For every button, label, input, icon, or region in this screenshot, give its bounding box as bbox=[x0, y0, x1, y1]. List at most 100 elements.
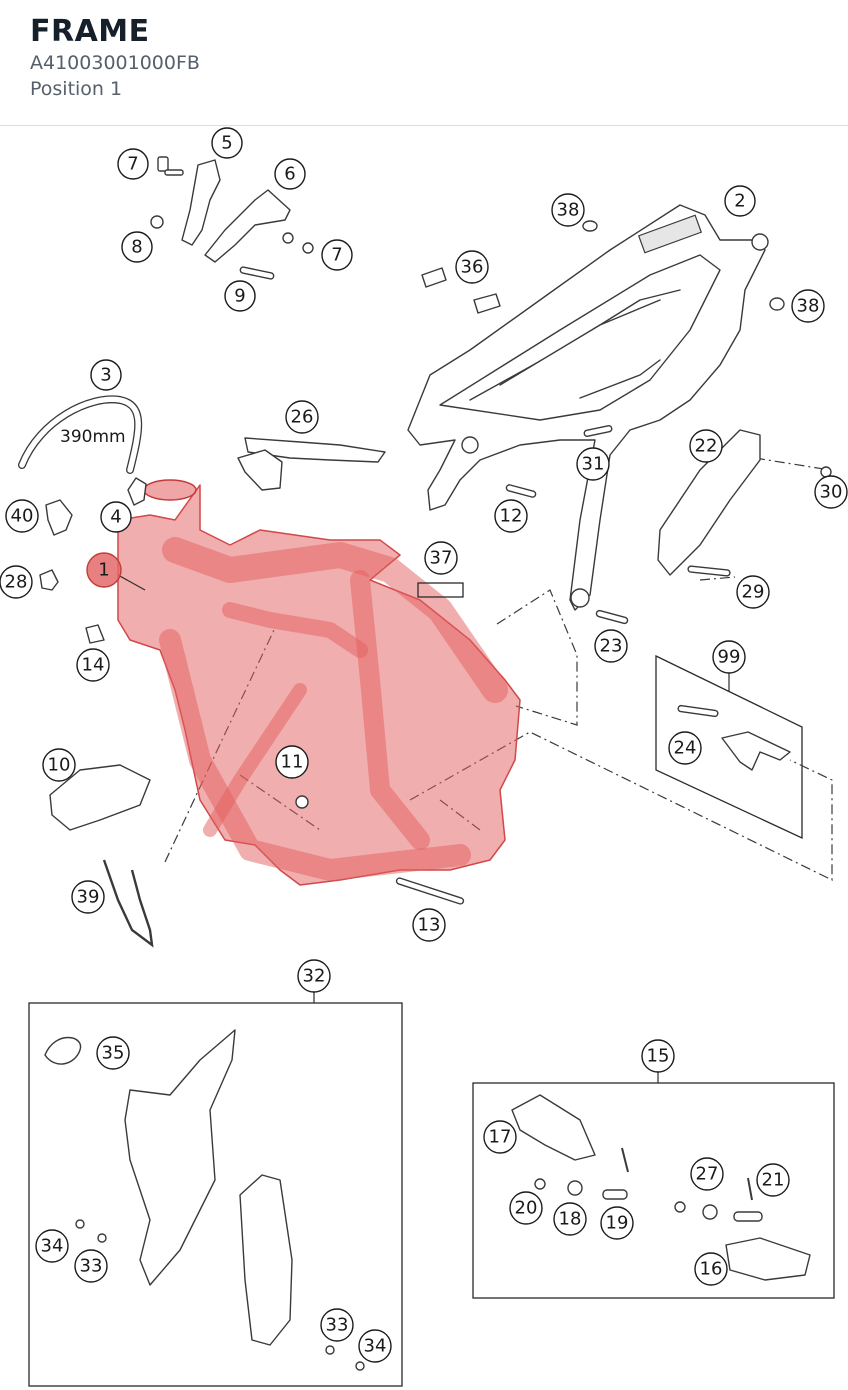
callout-label: 21 bbox=[762, 1170, 785, 1191]
page-header: FRAME A41003001000FB Position 1 bbox=[0, 0, 848, 126]
bracket-part-6 bbox=[204, 189, 291, 263]
callout-label: 20 bbox=[515, 1198, 538, 1219]
callout-label: 13 bbox=[418, 915, 441, 936]
hose-length-label: 390mm bbox=[60, 427, 126, 447]
callout-label: 37 bbox=[430, 548, 453, 569]
callout-8[interactable]: 8 bbox=[121, 231, 153, 263]
callout-14[interactable]: 14 bbox=[76, 648, 110, 682]
callout-label: 32 bbox=[303, 966, 326, 987]
callout-33-right[interactable]: 33 bbox=[320, 1308, 354, 1342]
callout-38-top[interactable]: 38 bbox=[551, 193, 585, 227]
callout-label: 39 bbox=[77, 887, 100, 908]
callout-label: 16 bbox=[700, 1259, 723, 1280]
callout-18[interactable]: 18 bbox=[553, 1202, 587, 1236]
callout-label: 1 bbox=[98, 560, 109, 581]
callout-16[interactable]: 16 bbox=[694, 1252, 728, 1286]
bracket-part-5 bbox=[181, 159, 221, 246]
callout-33-left[interactable]: 33 bbox=[74, 1249, 108, 1283]
callout-label: 17 bbox=[489, 1127, 512, 1148]
callout-9[interactable]: 9 bbox=[224, 280, 256, 312]
callout-1[interactable]: 1 bbox=[86, 552, 122, 588]
breather-hose: 390mm bbox=[18, 395, 143, 474]
callout-2[interactable]: 2 bbox=[724, 185, 756, 217]
callout-label: 18 bbox=[559, 1209, 582, 1230]
callout-label: 33 bbox=[326, 1315, 349, 1336]
callout-11[interactable]: 11 bbox=[275, 745, 309, 779]
callout-label: 8 bbox=[131, 237, 142, 258]
callout-label: 33 bbox=[80, 1256, 103, 1277]
exploded-parts-diagram: 390mm bbox=[0, 127, 848, 1387]
callout-17[interactable]: 17 bbox=[483, 1120, 517, 1154]
callout-label: 30 bbox=[820, 482, 843, 503]
callout-7-right[interactable]: 7 bbox=[321, 239, 353, 271]
callout-37[interactable]: 37 bbox=[424, 541, 458, 575]
callout-label: 26 bbox=[291, 407, 314, 428]
callout-19[interactable]: 19 bbox=[600, 1206, 634, 1240]
callout-20[interactable]: 20 bbox=[509, 1191, 543, 1225]
callout-26[interactable]: 26 bbox=[285, 400, 319, 434]
callout-label: 28 bbox=[5, 572, 28, 593]
box-99 bbox=[655, 654, 803, 840]
callout-label: 27 bbox=[696, 1164, 719, 1185]
callout-27[interactable]: 27 bbox=[690, 1157, 724, 1191]
callout-label: 4 bbox=[110, 507, 121, 528]
callout-label: 34 bbox=[364, 1336, 387, 1357]
callout-label: 38 bbox=[797, 296, 820, 317]
callout-label: 3 bbox=[100, 365, 111, 386]
callout-34-right[interactable]: 34 bbox=[358, 1329, 392, 1363]
rear-subframe bbox=[407, 204, 769, 611]
callout-22[interactable]: 22 bbox=[689, 429, 723, 463]
position-label: Position 1 bbox=[30, 78, 123, 100]
callout-label: 10 bbox=[48, 755, 71, 776]
callout-label: 36 bbox=[461, 257, 484, 278]
callout-23[interactable]: 23 bbox=[594, 629, 628, 663]
callout-label: 6 bbox=[284, 164, 295, 185]
callout-5[interactable]: 5 bbox=[211, 127, 243, 159]
group-boxes bbox=[28, 654, 835, 1387]
callout-label: 22 bbox=[695, 436, 718, 457]
main-frame-highlighted bbox=[117, 479, 521, 886]
callout-label: 15 bbox=[647, 1046, 670, 1067]
callout-3[interactable]: 3 bbox=[90, 359, 122, 391]
callout-label: 11 bbox=[281, 752, 304, 773]
callout-10[interactable]: 10 bbox=[42, 748, 76, 782]
callout-24[interactable]: 24 bbox=[668, 731, 702, 765]
callout-35[interactable]: 35 bbox=[96, 1036, 130, 1070]
callout-label: 34 bbox=[41, 1236, 64, 1257]
callout-30[interactable]: 30 bbox=[814, 475, 848, 509]
callout-6[interactable]: 6 bbox=[274, 158, 306, 190]
callout-7-top[interactable]: 7 bbox=[117, 148, 149, 180]
callout-40[interactable]: 40 bbox=[5, 499, 39, 533]
callout-15[interactable]: 15 bbox=[641, 1039, 675, 1073]
callout-label: 7 bbox=[127, 154, 138, 175]
callout-34-left[interactable]: 34 bbox=[35, 1229, 69, 1263]
callout-label: 38 bbox=[557, 200, 580, 221]
callout-label: 29 bbox=[742, 582, 765, 603]
callout-label: 5 bbox=[221, 133, 232, 154]
callout-label: 24 bbox=[674, 738, 697, 759]
callout-32[interactable]: 32 bbox=[297, 959, 331, 993]
callout-label: 19 bbox=[606, 1213, 629, 1234]
callout-label: 9 bbox=[234, 286, 245, 307]
callout-38-right[interactable]: 38 bbox=[791, 289, 825, 323]
callout-31[interactable]: 31 bbox=[576, 447, 610, 481]
callout-12[interactable]: 12 bbox=[494, 499, 528, 533]
callouts: 1 2 3 4 5 6 7 7 8 9 10 11 12 13 14 15 16… bbox=[0, 127, 848, 1363]
callout-28[interactable]: 28 bbox=[0, 565, 33, 599]
callout-label: 99 bbox=[718, 647, 741, 668]
callout-39[interactable]: 39 bbox=[71, 880, 105, 914]
callout-36[interactable]: 36 bbox=[455, 250, 489, 284]
box-15 bbox=[472, 1082, 835, 1299]
callout-label: 7 bbox=[331, 245, 342, 266]
callout-21[interactable]: 21 bbox=[756, 1163, 790, 1197]
callout-13[interactable]: 13 bbox=[412, 908, 446, 942]
callout-4[interactable]: 4 bbox=[100, 501, 132, 533]
callout-29[interactable]: 29 bbox=[736, 575, 770, 609]
small-parts bbox=[39, 156, 832, 1371]
callout-label: 12 bbox=[500, 506, 523, 527]
callout-99[interactable]: 99 bbox=[712, 640, 746, 674]
callout-label: 14 bbox=[82, 655, 105, 676]
box-32 bbox=[28, 1002, 403, 1387]
callout-label: 31 bbox=[582, 454, 605, 475]
callout-label: 40 bbox=[11, 506, 34, 527]
